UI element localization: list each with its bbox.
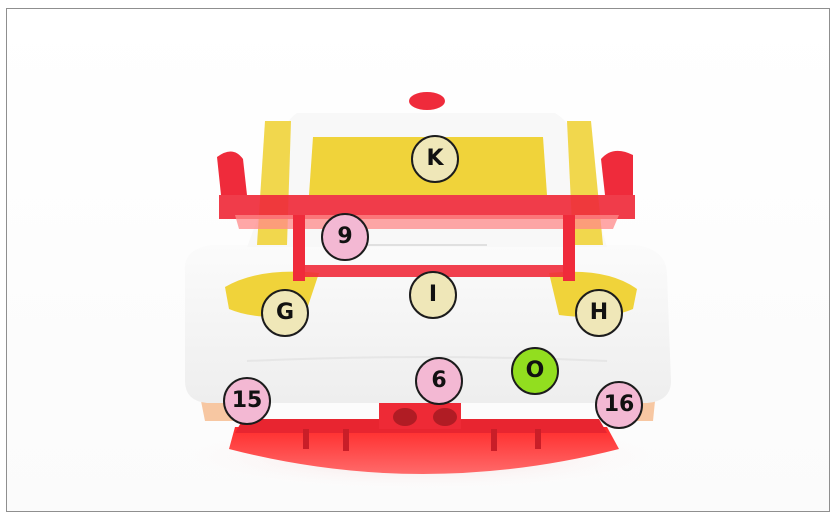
marker-16: 16	[595, 381, 643, 429]
roof-scoop	[409, 92, 445, 110]
marker-6: 6	[415, 357, 463, 405]
marker-15: 15	[223, 377, 271, 425]
exhaust-right	[433, 408, 457, 426]
photo-frame: K 9 I G H 6 O 15 16	[6, 8, 830, 512]
exhaust-left	[393, 408, 417, 426]
marker-g: G	[261, 289, 309, 337]
marker-i: I	[409, 271, 457, 319]
rear-wing-edge	[235, 215, 619, 229]
marker-9: 9	[321, 213, 369, 261]
mirror-right	[601, 151, 633, 195]
marker-o: O	[511, 347, 559, 395]
car-photo	[7, 9, 829, 511]
marker-h: H	[575, 289, 623, 337]
marker-k: K	[411, 135, 459, 183]
